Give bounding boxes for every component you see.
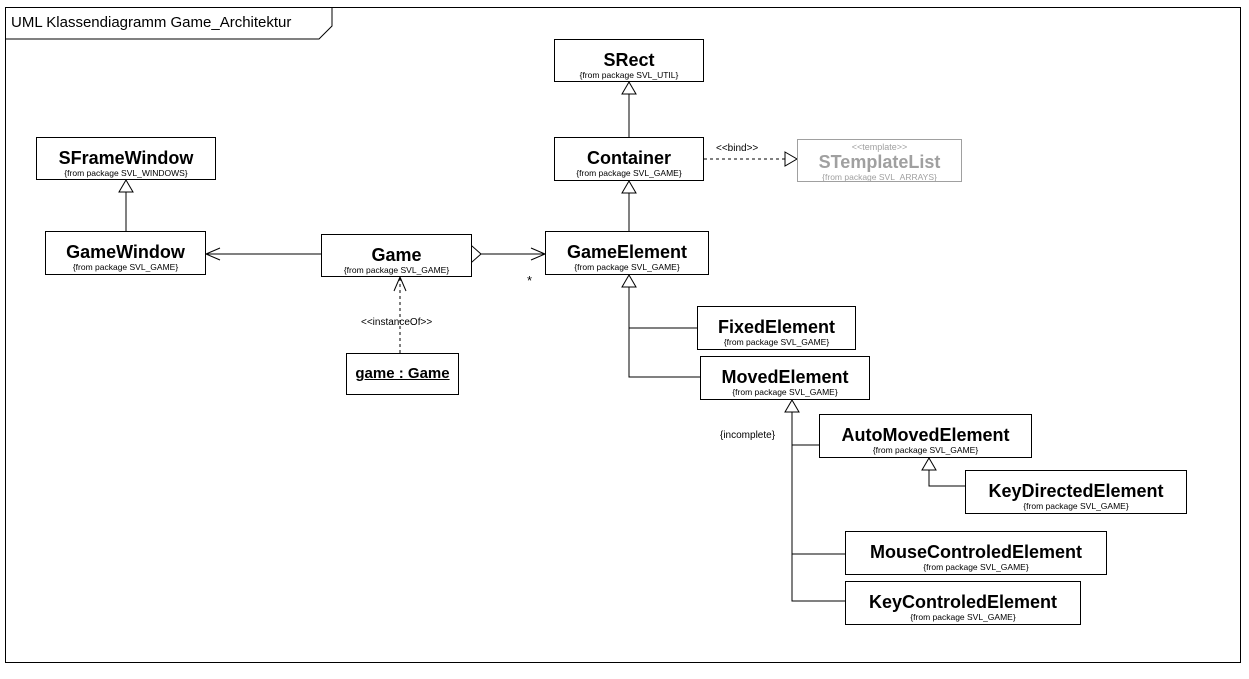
- class-gameelement[interactable]: GameElement {from package SVL_GAME}: [545, 231, 709, 275]
- bind-label: <<bind>>: [716, 143, 759, 154]
- generalization-subtypes-movedelement: [791, 444, 845, 602]
- class-name: AutoMovedElement: [841, 425, 1010, 445]
- class-container[interactable]: Container {from package SVL_GAME}: [554, 137, 704, 181]
- generalization-fixed-moved-gameelement: [628, 327, 700, 378]
- class-game[interactable]: Game {from package SVL_GAME}: [321, 234, 472, 277]
- class-package: {from package SVL_GAME}: [576, 168, 682, 178]
- class-name: Container: [586, 148, 671, 168]
- instanceof-label: <<instanceOf>>: [361, 317, 433, 328]
- diagram-title: UML Klassendiagramm Game_Architektur: [11, 14, 292, 31]
- multiplicity-label: *: [527, 273, 533, 288]
- class-name: GameElement: [566, 242, 688, 262]
- class-name: SFrameWindow: [58, 148, 194, 168]
- class-automovedelement[interactable]: AutoMovedElement {from package SVL_GAME}: [819, 414, 1032, 458]
- class-mousecontroledelement[interactable]: MouseControledElement {from package SVL_…: [845, 531, 1107, 575]
- class-srect[interactable]: SRect {from package SVL_UTIL}: [554, 39, 704, 82]
- class-package: {from package SVL_GAME}: [723, 337, 830, 347]
- class-sframewindow[interactable]: SFrameWindow {from package SVL_WINDOWS}: [36, 137, 216, 180]
- class-package: {from package SVL_ARRAYS}: [822, 172, 937, 182]
- class-name: KeyDirectedElement: [988, 481, 1164, 501]
- class-name: SRect: [603, 50, 655, 70]
- class-package: {from package SVL_WINDOWS}: [64, 168, 188, 178]
- class-name: MouseControledElement: [869, 542, 1083, 562]
- class-package: {from package SVL_GAME}: [732, 387, 838, 397]
- class-name: GameWindow: [66, 242, 185, 262]
- object-label: game : Game: [355, 365, 450, 382]
- class-name: Game: [371, 245, 422, 265]
- class-package: {from package SVL_GAME}: [923, 562, 1029, 572]
- class-package: {from package SVL_GAME}: [343, 265, 450, 275]
- incomplete-label: {incomplete}: [720, 430, 776, 441]
- class-name: STemplateList: [818, 152, 941, 172]
- object-game-instance[interactable]: game : Game: [346, 353, 459, 395]
- class-package: {from package SVL_GAME}: [872, 445, 979, 455]
- class-name: MovedElement: [721, 367, 849, 387]
- class-package: {from package SVL_GAME}: [72, 262, 179, 272]
- frame-title-tab: [5, 7, 333, 40]
- class-movedelement[interactable]: MovedElement {from package SVL_GAME}: [700, 356, 870, 400]
- class-name: FixedElement: [717, 317, 836, 337]
- class-package: {from package SVL_GAME}: [910, 612, 1016, 622]
- class-package: {from package SVL_GAME}: [574, 262, 680, 272]
- class-keycontroledelement[interactable]: KeyControledElement {from package SVL_GA…: [845, 581, 1081, 625]
- class-stereotype: <<template>>: [851, 142, 908, 152]
- class-keydirectedelement[interactable]: KeyDirectedElement {from package SVL_GAM…: [965, 470, 1187, 514]
- class-package: {from package SVL_GAME}: [1023, 501, 1129, 511]
- class-stemplatelist[interactable]: <<template>> STemplateList {from package…: [797, 139, 962, 182]
- class-name: KeyControledElement: [868, 592, 1058, 612]
- generalization-keydirected-automoved: [921, 457, 965, 487]
- class-fixedelement[interactable]: FixedElement {from package SVL_GAME}: [697, 306, 856, 350]
- class-package: {from package SVL_UTIL}: [579, 70, 679, 80]
- class-gamewindow[interactable]: GameWindow {from package SVL_GAME}: [45, 231, 206, 275]
- diagram-frame: [5, 7, 1241, 663]
